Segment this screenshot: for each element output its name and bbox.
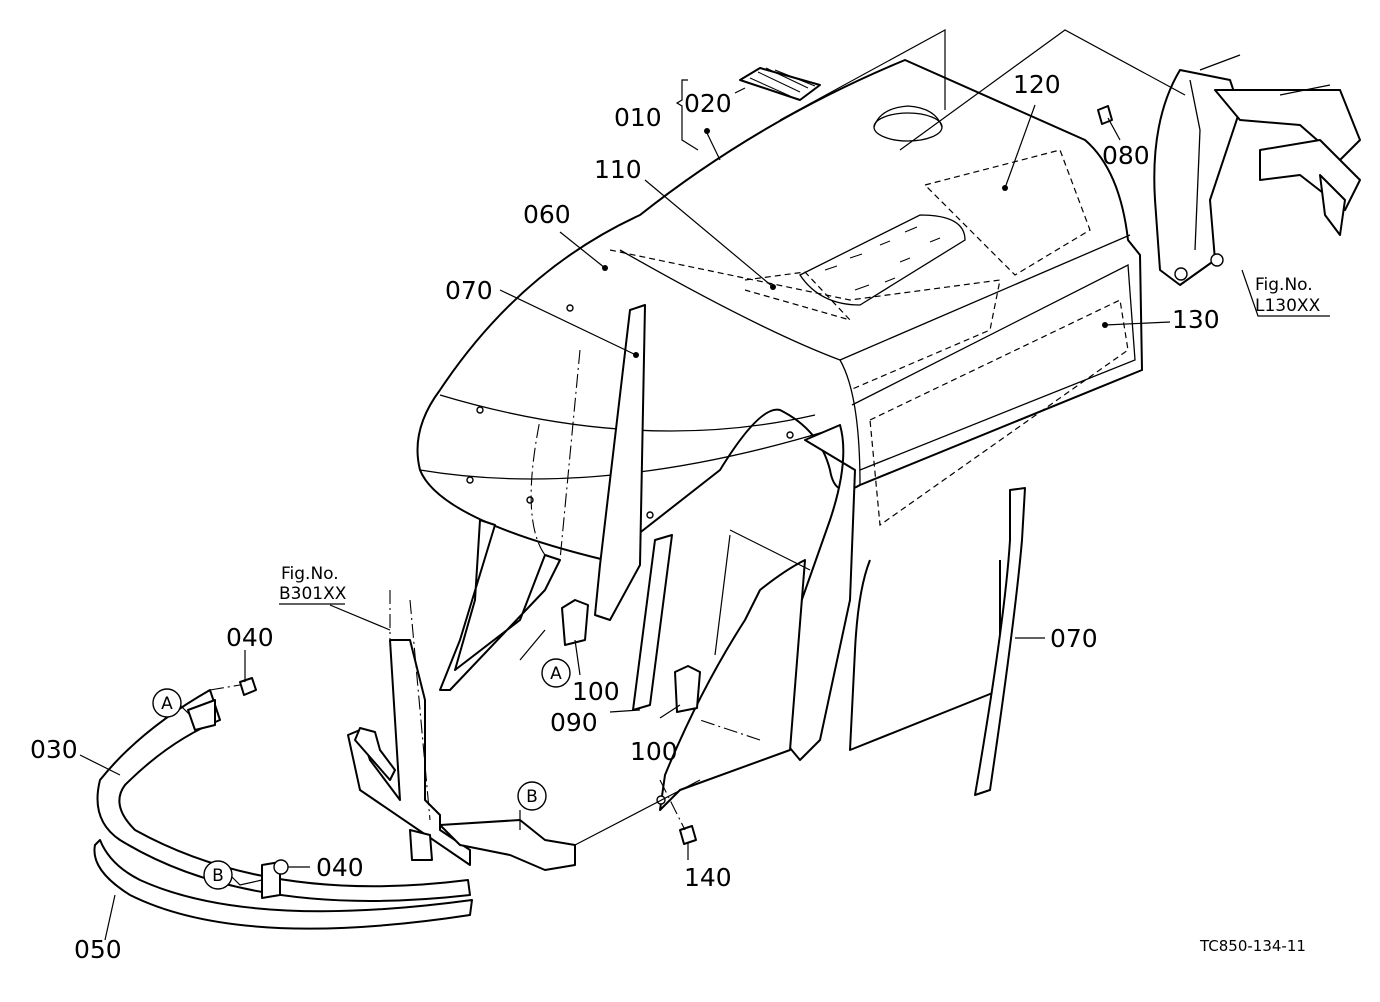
label-130: 130 [1172,305,1220,334]
fig-ref-l-line2: L130XX [1255,296,1321,316]
frame-l130xx [1153,54,1361,286]
hardware [239,105,1113,875]
label-100-right: 100 [630,737,678,766]
mark-b-bottom: B [212,866,224,886]
figure-references: Fig.No. B301XX Fig.No. L130XX [279,275,1321,605]
label-030: 030 [30,735,78,764]
fig-ref-b-line2: B301XX [279,584,347,604]
label-070-top: 070 [445,276,493,305]
label-110: 110 [594,155,642,184]
label-020: 020 [684,89,732,118]
part-070-strip-right [974,487,1026,796]
fig-ref-b-line1: Fig.No. [281,564,339,584]
front-bracket-assembly [347,639,576,871]
reference-marks: A A B B [152,658,571,890]
mark-b-center: B [526,787,538,807]
part-labels: 010 020 110 060 070 120 080 130 070 040 … [30,70,1220,964]
label-040-bottom: 040 [316,853,364,882]
part-100-block-right [674,665,701,713]
label-120: 120 [1013,70,1061,99]
part-020-plate [739,67,821,101]
label-090: 090 [550,708,598,737]
hood-assembly [416,59,1143,811]
label-100-left: 100 [572,677,620,706]
label-070-right: 070 [1050,624,1098,653]
alignment-lines [209,28,1186,846]
mark-a-top: A [161,694,173,714]
mark-a-center: A [550,664,562,684]
label-040-top: 040 [226,623,274,652]
drawing-code: TC850-134-11 [1199,937,1306,955]
front-bumper-assembly [93,689,473,930]
label-010: 010 [614,103,662,132]
label-050: 050 [74,935,122,964]
part-100-block-left [561,599,589,646]
label-080: 080 [1102,141,1150,170]
callout-leaders [79,79,1330,941]
label-140: 140 [684,863,732,892]
label-060: 060 [523,200,571,229]
fig-ref-l-line1: Fig.No. [1255,275,1313,295]
